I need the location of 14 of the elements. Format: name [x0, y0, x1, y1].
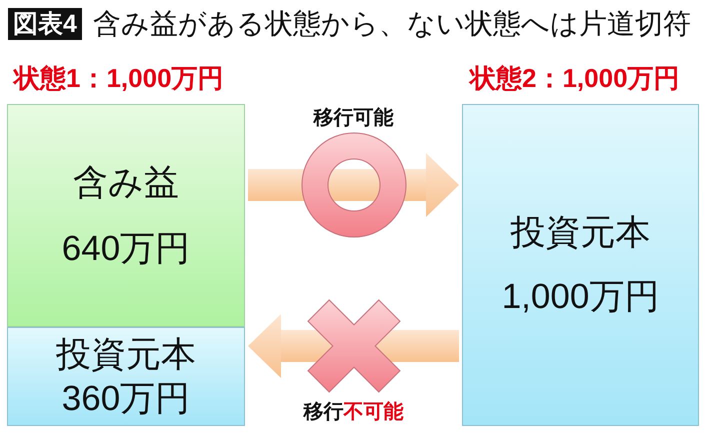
heading: 状態2：1,000万円	[470, 62, 680, 95]
heading: 状態1：1,000万円	[14, 62, 224, 95]
block-arrow	[248, 314, 459, 378]
node-label: 投資元本	[56, 334, 196, 376]
node-label: 投資元本	[510, 212, 650, 254]
figure-number: 図表4	[8, 8, 82, 40]
block-arrow	[248, 153, 459, 217]
node-label: 640万円	[62, 228, 190, 270]
value-box	[7, 104, 245, 327]
node-label: 360万円	[62, 378, 190, 420]
node-label: 含み益	[73, 162, 179, 204]
node-label: 1,000万円	[502, 276, 660, 318]
value-box	[7, 327, 245, 426]
title: 含み益がある状態から、ない状態へは片道切符	[93, 7, 691, 41]
